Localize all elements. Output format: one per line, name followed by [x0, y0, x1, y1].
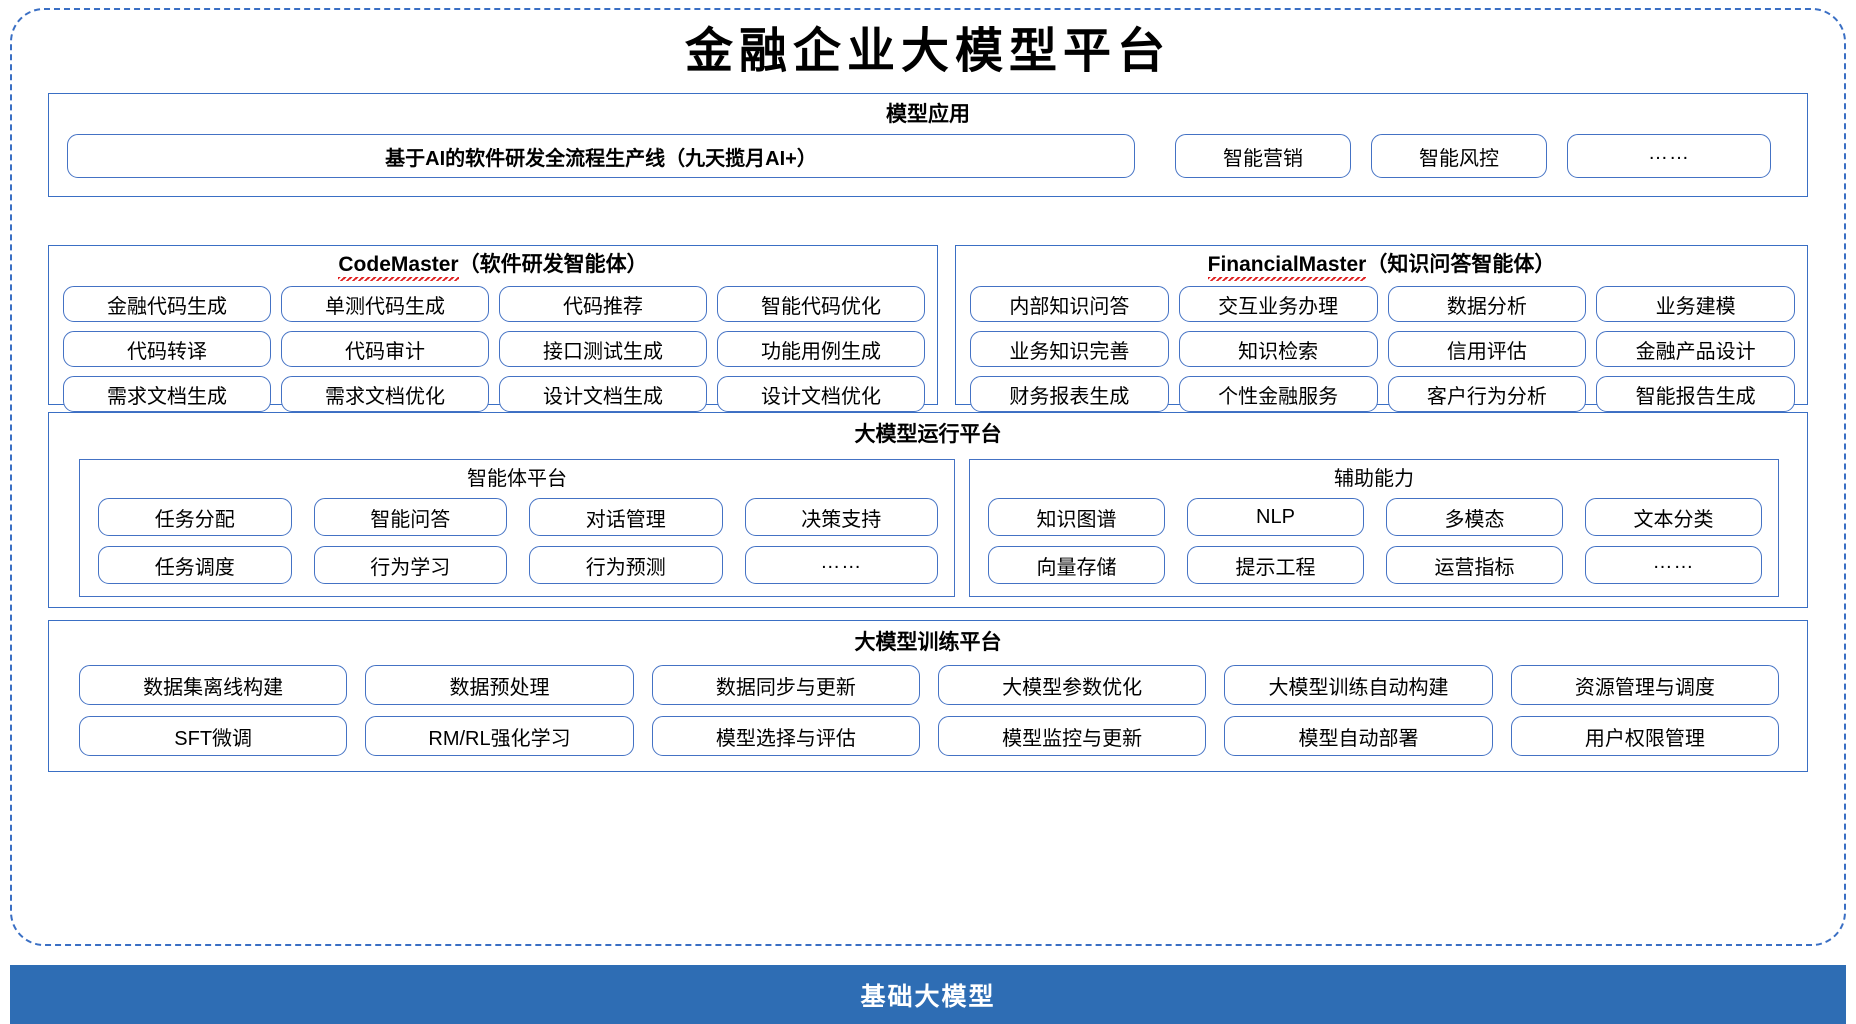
- capability-item[interactable]: 金融代码生成: [63, 286, 271, 322]
- capability-item[interactable]: 知识检索: [1178, 331, 1378, 367]
- training-item[interactable]: 用户权限管理: [1510, 716, 1779, 756]
- runtime-item[interactable]: 行为学习: [313, 546, 507, 584]
- runtime-item[interactable]: 运营指标: [1386, 546, 1563, 584]
- runtime-item[interactable]: 多模态: [1386, 498, 1563, 536]
- training-item[interactable]: 数据集离线构建: [79, 665, 348, 705]
- section-title-model-application: 模型应用: [886, 103, 970, 126]
- training-item[interactable]: 模型监控与更新: [938, 716, 1207, 756]
- training-item[interactable]: 模型自动部署: [1224, 716, 1493, 756]
- model-application-items: 基于AI的软件研发全流程生产线（九天揽月AI+） 智能营销 智能风控 ……: [67, 134, 1791, 178]
- section-title-codemaster: CodeMaster（软件研发智能体）: [49, 252, 937, 281]
- training-item[interactable]: RM/RL强化学习: [365, 716, 634, 756]
- runtime-item[interactable]: 决策支持: [744, 498, 938, 536]
- section-title-runtime-platform: 大模型运行平台: [854, 423, 1002, 446]
- runtime-item-more[interactable]: ……: [744, 546, 938, 584]
- capability-item[interactable]: 客户行为分析: [1387, 376, 1587, 412]
- subpanel-title-agent-platform: 智能体平台: [467, 468, 567, 490]
- financialmaster-cn-name: （知识问答智能体）: [1366, 253, 1556, 276]
- capability-item[interactable]: 业务建模: [1596, 286, 1795, 322]
- section-title-financialmaster: FinancialMaster（知识问答智能体）: [956, 252, 1807, 281]
- capability-item[interactable]: 内部知识问答: [970, 286, 1169, 322]
- subpanel-title-auxiliary-capability: 辅助能力: [1334, 468, 1414, 490]
- training-item[interactable]: SFT微调: [79, 716, 348, 756]
- training-platform-grid: 数据集离线构建 数据预处理 数据同步与更新 大模型参数优化 大模型训练自动构建 …: [79, 665, 1779, 756]
- capability-item[interactable]: 接口测试生成: [499, 331, 707, 367]
- subpanel-auxiliary-capability: 辅助能力 知识图谱 NLP 多模态 文本分类 向量存储 提示工程 运营指标 ……: [969, 459, 1779, 597]
- runtime-item[interactable]: 任务分配: [98, 498, 292, 536]
- app-item-smart-marketing[interactable]: 智能营销: [1175, 134, 1351, 178]
- runtime-item[interactable]: 任务调度: [98, 546, 292, 584]
- runtime-item[interactable]: 知识图谱: [988, 498, 1165, 536]
- capability-item[interactable]: 数据分析: [1387, 286, 1587, 322]
- capability-item[interactable]: 设计文档优化: [717, 376, 925, 412]
- foundation-model-banner: 基础大模型: [10, 965, 1846, 1024]
- capability-item[interactable]: 单测代码生成: [281, 286, 489, 322]
- capability-item[interactable]: 代码推荐: [499, 286, 707, 322]
- capability-item[interactable]: 智能报告生成: [1596, 376, 1795, 412]
- app-item-ai-pipeline[interactable]: 基于AI的软件研发全流程生产线（九天揽月AI+）: [67, 134, 1135, 178]
- capability-item[interactable]: 信用评估: [1387, 331, 1587, 367]
- capability-item[interactable]: 个性金融服务: [1178, 376, 1378, 412]
- capability-item[interactable]: 需求文档生成: [63, 376, 271, 412]
- financialmaster-en-name: FinancialMaster: [1207, 253, 1367, 281]
- runtime-item[interactable]: 智能问答: [313, 498, 507, 536]
- runtime-item[interactable]: 对话管理: [529, 498, 723, 536]
- runtime-item-more[interactable]: ……: [1585, 546, 1762, 584]
- capability-item[interactable]: 金融产品设计: [1596, 331, 1795, 367]
- capability-item[interactable]: 代码转译: [63, 331, 271, 367]
- training-item[interactable]: 数据预处理: [365, 665, 634, 705]
- training-item[interactable]: 数据同步与更新: [651, 665, 920, 705]
- section-runtime-platform: 大模型运行平台 智能体平台 任务分配 智能问答 对话管理 决策支持 任务调度 行…: [48, 412, 1808, 608]
- codemaster-capability-grid: 金融代码生成 单测代码生成 代码推荐 智能代码优化 代码转译 代码审计 接口测试…: [63, 286, 925, 412]
- capability-item[interactable]: 智能代码优化: [717, 286, 925, 322]
- section-training-platform: 大模型训练平台 数据集离线构建 数据预处理 数据同步与更新 大模型参数优化 大模…: [48, 620, 1808, 772]
- capability-item[interactable]: 设计文档生成: [499, 376, 707, 412]
- capability-item[interactable]: 需求文档优化: [281, 376, 489, 412]
- capability-item[interactable]: 交互业务办理: [1178, 286, 1378, 322]
- capability-item[interactable]: 业务知识完善: [970, 331, 1169, 367]
- capability-item[interactable]: 财务报表生成: [970, 376, 1169, 412]
- financialmaster-capability-grid: 内部知识问答 交互业务办理 数据分析 业务建模 业务知识完善 知识检索 信用评估…: [970, 286, 1795, 412]
- training-item[interactable]: 模型选择与评估: [651, 716, 920, 756]
- training-item[interactable]: 资源管理与调度: [1510, 665, 1779, 705]
- foundation-model-label: 基础大模型: [860, 982, 996, 1011]
- runtime-item[interactable]: 行为预测: [529, 546, 723, 584]
- app-item-smart-risk-control[interactable]: 智能风控: [1371, 134, 1547, 178]
- outer-dashed-frame: [10, 8, 1846, 946]
- section-agent-financialmaster: FinancialMaster（知识问答智能体） 内部知识问答 交互业务办理 数…: [955, 245, 1808, 412]
- runtime-item[interactable]: 向量存储: [988, 546, 1165, 584]
- training-item[interactable]: 大模型参数优化: [938, 665, 1207, 705]
- capability-item[interactable]: 功能用例生成: [717, 331, 925, 367]
- agent-platform-grid: 任务分配 智能问答 对话管理 决策支持 任务调度 行为学习 行为预测 ……: [98, 498, 938, 584]
- runtime-item[interactable]: 提示工程: [1187, 546, 1364, 584]
- codemaster-cn-name: （软件研发智能体）: [458, 253, 648, 276]
- capability-item[interactable]: 代码审计: [281, 331, 489, 367]
- app-item-more[interactable]: ……: [1567, 134, 1771, 178]
- runtime-item[interactable]: NLP: [1187, 498, 1364, 536]
- training-item[interactable]: 大模型训练自动构建: [1224, 665, 1493, 705]
- section-title-training-platform: 大模型训练平台: [854, 631, 1002, 654]
- codemaster-en-name: CodeMaster: [338, 253, 459, 281]
- page-title: 金融企业大模型平台: [684, 25, 1171, 78]
- section-agent-codemaster: CodeMaster（软件研发智能体） 金融代码生成 单测代码生成 代码推荐 智…: [48, 245, 938, 412]
- subpanel-agent-platform: 智能体平台 任务分配 智能问答 对话管理 决策支持 任务调度 行为学习 行为预测…: [79, 459, 955, 597]
- runtime-item[interactable]: 文本分类: [1585, 498, 1762, 536]
- auxiliary-capability-grid: 知识图谱 NLP 多模态 文本分类 向量存储 提示工程 运营指标 ……: [988, 498, 1762, 584]
- section-model-application: 模型应用 基于AI的软件研发全流程生产线（九天揽月AI+） 智能营销 智能风控 …: [48, 93, 1808, 197]
